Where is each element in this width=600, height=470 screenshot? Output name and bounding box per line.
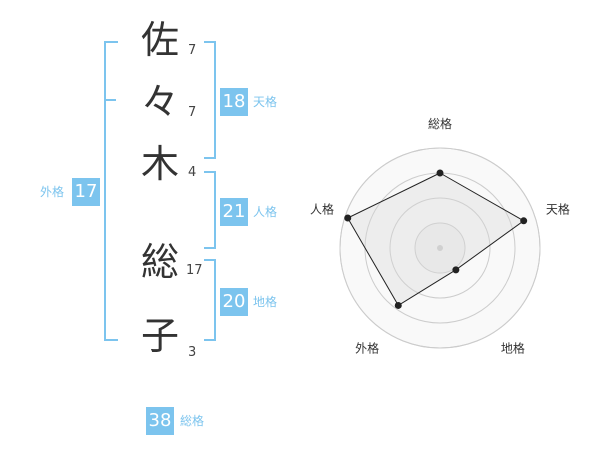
chikaku-bracket bbox=[204, 259, 216, 341]
stroke-count-3: 4 bbox=[188, 165, 197, 180]
name-char-3: 木 bbox=[140, 142, 179, 186]
radar-point bbox=[452, 266, 460, 274]
radar-axis-label: 天格 bbox=[546, 202, 570, 217]
tenkaku-label: 天格 bbox=[253, 95, 278, 109]
tenkaku-value: 18 bbox=[220, 88, 248, 116]
radar-axis-label: 地格 bbox=[501, 340, 525, 355]
soukaku-label: 総格 bbox=[180, 414, 205, 428]
stroke-count-4: 17 bbox=[186, 263, 203, 278]
radar-axis-label: 外格 bbox=[355, 340, 379, 355]
gaikaku-bracket bbox=[104, 41, 118, 341]
name-char-4: 総 bbox=[140, 240, 179, 284]
chikaku-value: 20 bbox=[220, 288, 248, 316]
name-char-1: 佐 bbox=[140, 18, 179, 62]
stroke-count-1: 7 bbox=[188, 43, 197, 58]
radar-point bbox=[436, 169, 444, 177]
jinkaku-label: 人格 bbox=[253, 205, 278, 219]
radar-point bbox=[520, 217, 528, 225]
stroke-count-2: 7 bbox=[188, 105, 197, 120]
gaikaku-value: 17 bbox=[72, 178, 100, 206]
chikaku-label: 地格 bbox=[253, 295, 278, 309]
soukaku-value: 38 bbox=[146, 407, 174, 435]
stroke-count-5: 3 bbox=[188, 345, 197, 360]
name-char-5: 子 bbox=[140, 314, 179, 358]
radar-point bbox=[344, 214, 352, 222]
name-char-2: 々 bbox=[140, 80, 179, 124]
tenkaku-bracket bbox=[204, 41, 216, 159]
jinkaku-value: 21 bbox=[220, 198, 248, 226]
gaikaku-label: 外格 bbox=[40, 185, 65, 199]
radar-ring bbox=[389, 197, 491, 299]
jinkaku-bracket bbox=[204, 171, 216, 249]
radar-ring bbox=[339, 147, 541, 349]
radar-axis-label: 総格 bbox=[428, 116, 452, 131]
gaikaku-bracket-tick bbox=[104, 99, 116, 101]
radar-polygon bbox=[346, 172, 525, 307]
radar-axis-label: 人格 bbox=[310, 202, 334, 217]
radar-point bbox=[394, 301, 402, 309]
radar-center bbox=[437, 245, 443, 251]
